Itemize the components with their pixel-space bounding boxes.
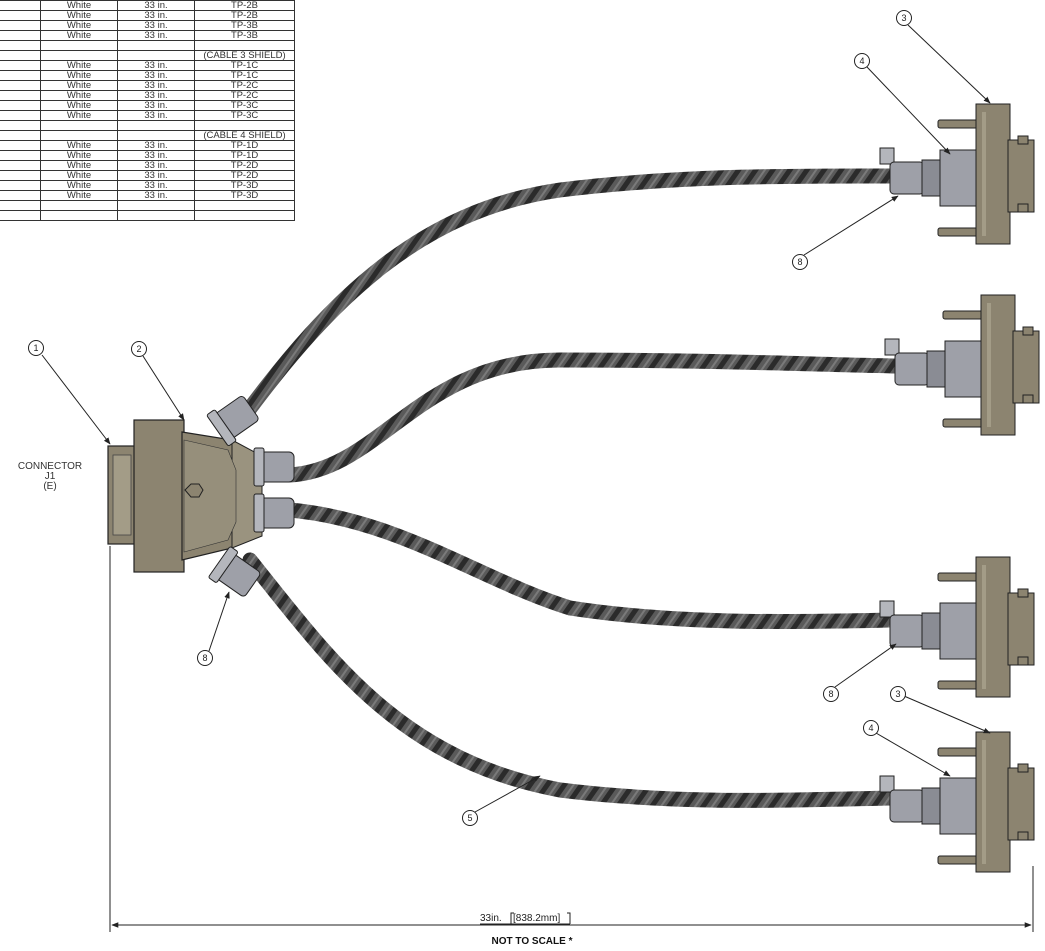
balloon-8b: 8 <box>197 650 213 666</box>
leader-lines <box>41 24 991 813</box>
dimension-metric: [838.2mm] <box>513 913 560 924</box>
not-to-scale-note: NOT TO SCALE * <box>492 936 573 947</box>
screw-head <box>184 483 204 498</box>
balloon-8a-text: 8 <box>797 257 802 267</box>
connector-label-line3: (E) <box>43 481 57 492</box>
balloon-5: 5 <box>462 810 478 826</box>
wiring-table-cell <box>194 210 295 221</box>
balloon-8b-text: 8 <box>202 653 207 663</box>
cable-1 <box>237 168 898 423</box>
db-connector-4 <box>879 731 1035 873</box>
balloon-3b-text: 3 <box>895 689 900 699</box>
connector-label-line2: J1 <box>44 471 56 482</box>
balloons: 1 2 3 4 8 8 8 3 4 5 <box>28 10 912 826</box>
connector-label-line1: CONNECTOR <box>17 461 83 472</box>
cable-4 <box>242 552 898 808</box>
wiring-table-row <box>0 210 295 221</box>
j1-backshells <box>206 396 295 597</box>
balloon-3b: 3 <box>890 686 906 702</box>
balloon-2: 2 <box>131 341 147 357</box>
balloon-4a: 4 <box>854 53 870 69</box>
balloon-8a: 8 <box>792 254 808 270</box>
connector-j1 <box>107 419 263 573</box>
balloon-4a-text: 4 <box>859 56 864 66</box>
balloon-5-text: 5 <box>467 813 472 823</box>
overall-length-dimension <box>109 546 1034 932</box>
balloon-8c-text: 8 <box>828 689 833 699</box>
cable-3 <box>282 502 898 630</box>
connector-j1-label: CONNECTOR J1 (E) <box>10 462 90 492</box>
balloon-1-text: 1 <box>33 343 38 353</box>
balloon-3a-text: 3 <box>901 13 906 23</box>
balloon-8c: 8 <box>823 686 839 702</box>
db-connector-1 <box>879 103 1035 245</box>
cable-2 <box>282 352 903 483</box>
cables <box>237 168 903 808</box>
balloon-3a: 3 <box>896 10 912 26</box>
balloon-4b: 4 <box>863 720 879 736</box>
balloon-1: 1 <box>28 340 44 356</box>
balloon-2-text: 2 <box>136 344 141 354</box>
balloon-4b-text: 4 <box>868 723 873 733</box>
db-connector-3 <box>879 556 1035 698</box>
db-connectors <box>879 103 1040 873</box>
dimension-length: 33in. <box>480 913 502 924</box>
db-connector-2 <box>884 294 1040 436</box>
